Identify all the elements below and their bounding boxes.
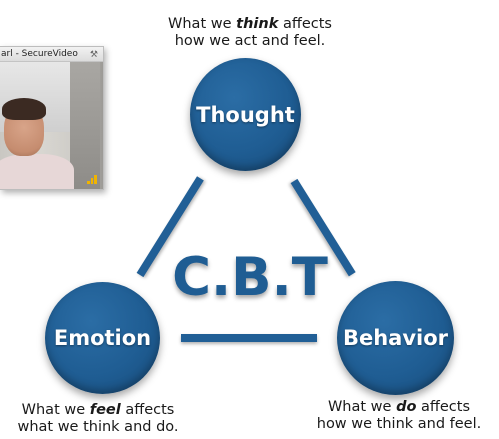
thought-caption-prefix: What we (168, 16, 237, 32)
behavior-label: Behavior (342, 326, 449, 350)
emotion-caption: What we feel affects what we think and d… (0, 402, 196, 436)
background-door (70, 62, 100, 189)
behavior-caption-prefix: What we (327, 399, 397, 415)
video-window-titlebar[interactable]: arl - SecureVideo ⚒ (0, 47, 103, 62)
emotion-caption-suffix: affects (120, 402, 175, 418)
emotion-caption-line2: what we think and do. (17, 419, 179, 435)
behavior-caption-emphasis: do (396, 399, 417, 415)
behavior-caption-line2: how we think and feel. (316, 416, 482, 432)
emotion-node: Emotion (45, 282, 160, 394)
participant-body (0, 154, 74, 189)
thought-caption-emphasis: think (236, 16, 279, 32)
behavior-caption: What we do affects how we think and feel… (300, 399, 498, 433)
signal-bars-icon (87, 174, 98, 184)
video-call-window[interactable]: arl - SecureVideo ⚒ (0, 46, 104, 190)
behavior-caption-suffix: affects (416, 399, 471, 415)
emotion-caption-prefix: What we (21, 402, 90, 418)
thought-caption-line2: how we act and feel. (174, 33, 326, 49)
thought-caption: What we think affects how we act and fee… (150, 16, 350, 50)
behavior-node: Behavior (337, 281, 454, 395)
participant-hair (2, 98, 46, 120)
emotion-behavior-connector (181, 334, 317, 342)
emotion-label: Emotion (53, 326, 152, 350)
thought-node: Thought (190, 58, 301, 171)
emotion-caption-emphasis: feel (89, 402, 121, 418)
thought-caption-suffix: affects (278, 16, 332, 32)
cbt-center-label: C.B.T (172, 247, 328, 308)
pin-icon[interactable]: ⚒ (89, 50, 98, 60)
thought-label: Thought (196, 102, 295, 127)
video-feed (0, 62, 103, 189)
video-window-title: arl - SecureVideo (1, 49, 78, 59)
